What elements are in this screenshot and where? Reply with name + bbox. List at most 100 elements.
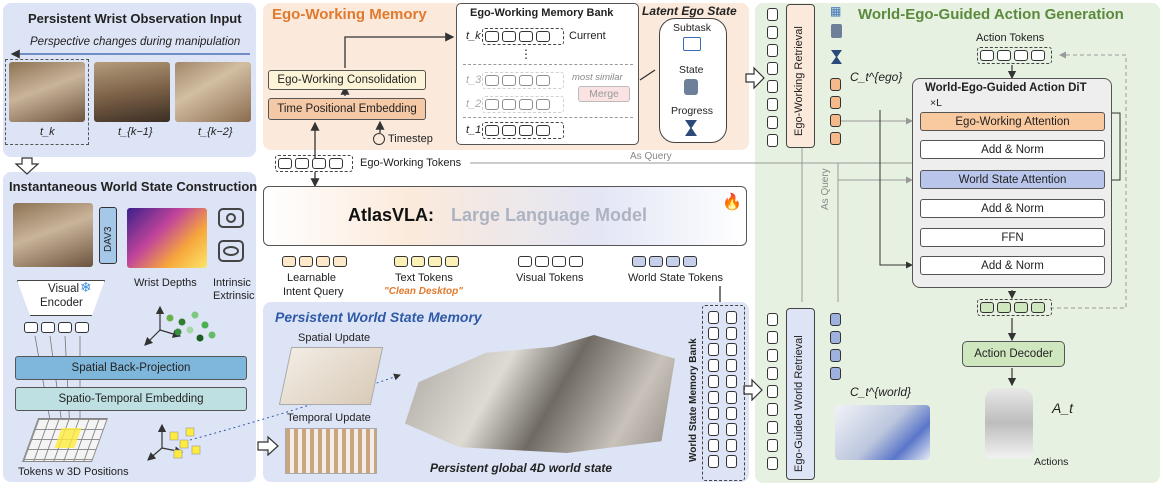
robot-state-icon	[684, 79, 698, 95]
dav3-label: DAV3	[103, 226, 114, 252]
world-memory-title: Persistent World State Memory	[275, 309, 482, 325]
actions-label: Actions	[1034, 456, 1069, 468]
instant-panel-title: Instantaneous World State Construction	[9, 179, 258, 194]
intent-query-label-2: Intent Query	[283, 286, 344, 298]
llm-block	[263, 186, 747, 246]
add-norm-layer-1: Add & Norm	[920, 140, 1105, 159]
intrinsic-label: Intrinsic	[213, 277, 251, 289]
world-memory-stack	[767, 313, 778, 470]
action-tokens-label: Action Tokens	[976, 32, 1045, 44]
frame-label-tk2: t_{k−2}	[198, 126, 233, 138]
ego-row-tk: t_k	[466, 30, 481, 42]
text-tokens-label: Text Tokens	[395, 272, 453, 284]
text-tokens-prompt: "Clean Desktop"	[384, 286, 463, 297]
llm-description: Large Language Model	[451, 205, 648, 225]
robot-small-icon	[831, 24, 842, 38]
world-state-tokens-label: World State Tokens	[628, 272, 723, 284]
timestep-label: Timestep	[388, 133, 433, 145]
ego-context-tokens	[830, 78, 841, 145]
world-context-tokens	[830, 313, 841, 380]
world-bank-frame	[702, 305, 745, 481]
temporal-update-image	[285, 428, 377, 474]
ego-bank-row-t3	[482, 72, 564, 89]
ego-bank-divider-2	[463, 117, 633, 118]
latent-ego-title: Latent Ego State	[642, 4, 737, 18]
wrist-panel-subtitle: Perspective changes during manipulation	[30, 36, 241, 48]
action-gen-title: World-Ego-Guided Action Generation	[858, 6, 1124, 23]
action-tokens	[977, 47, 1052, 64]
ffn-layer: FFN	[920, 228, 1105, 247]
world-attention-label: World State Attention	[958, 173, 1067, 186]
intent-query-tokens	[280, 254, 352, 270]
subtask-icon	[683, 37, 701, 51]
dav3-block	[99, 207, 117, 264]
ego-row-t3: t_3	[466, 74, 482, 86]
ego-bank-divider	[463, 64, 633, 65]
output-action-tokens	[977, 299, 1052, 316]
add-norm-label-1: Add & Norm	[981, 143, 1044, 156]
ego-bank-title: Ego-Working Memory Bank	[470, 7, 614, 19]
time-pos-label: Time Positional Embedding	[277, 103, 417, 115]
ego-row-ellipsis: ⋮	[520, 47, 532, 61]
world-state-tokens	[630, 254, 702, 270]
add-norm-label-3: Add & Norm	[981, 259, 1044, 272]
as-query-h-label: As Query	[630, 151, 672, 162]
dit-times-l: ×L	[930, 97, 942, 109]
current-frame-highlight	[5, 59, 89, 145]
intent-query-label-1: Learnable	[287, 272, 336, 284]
merge-block: Merge	[578, 86, 630, 102]
frame-label-tk1: t_{k−1}	[118, 126, 153, 138]
ego-bank-row-t1	[482, 122, 564, 139]
spatial-update-image	[278, 347, 384, 405]
visual-encoder-block	[17, 280, 105, 316]
ego-memory-bank	[456, 3, 639, 145]
snowflake-icon: ❄	[80, 279, 92, 295]
spatial-back-projection-block: Spatial Back-Projection	[15, 356, 247, 380]
world-retrieval-block	[786, 308, 815, 480]
wrist-panel-title: Persistent Wrist Observation Input	[28, 11, 242, 26]
ego-attention-label: Ego-Working Attention	[955, 115, 1070, 128]
add-norm-layer-2: Add & Norm	[920, 199, 1105, 218]
latent-subtask-label: Subtask	[673, 22, 711, 34]
world-bank-col-2	[726, 311, 737, 468]
wrist-frame-tk2	[175, 62, 251, 122]
add-norm-label-2: Add & Norm	[981, 202, 1044, 215]
back-projection-label: Spatial Back-Projection	[71, 362, 191, 374]
ego-retrieval-label: Ego-Working Retrieval	[793, 26, 805, 136]
ego-retrieval-block	[786, 4, 815, 148]
ego-working-tokens	[275, 155, 353, 172]
spatial-update-label: Spatial Update	[298, 332, 371, 344]
wrist-frame-tk1	[94, 62, 170, 122]
ego-working-attention-layer: Ego-Working Attention	[920, 112, 1105, 131]
input-wrist-image	[13, 203, 93, 267]
eye-icon	[218, 240, 244, 262]
latent-progress-label: Progress	[671, 105, 714, 117]
retrieved-world-image	[835, 405, 930, 460]
ffn-label: FFN	[1001, 231, 1024, 244]
c-ego-label: C_t^{ego}	[850, 70, 903, 84]
temporal-update-label: Temporal Update	[287, 412, 371, 424]
a-t-label: A_t	[1052, 400, 1074, 416]
c-world-label: C_t^{world}	[850, 385, 911, 399]
world-memory-caption: Persistent global 4D world state	[430, 461, 613, 475]
world-bank-col-1	[708, 311, 719, 468]
ego-memory-stack	[767, 8, 778, 147]
ego-bank-current-label: Current	[569, 30, 606, 42]
wrist-depths-label: Wrist Depths	[134, 277, 197, 289]
ego-memory-title: Ego-Working Memory	[272, 6, 427, 23]
as-query-v-label: As Query	[820, 168, 831, 210]
visual-encoder-label-1: Visual	[48, 283, 80, 295]
ego-row-t2: t_2	[466, 98, 482, 110]
ego-bank-current-row	[482, 28, 564, 45]
camera-icon	[218, 208, 244, 228]
world-retrieval-label: Ego-Guided World Retrieval	[793, 335, 805, 472]
fire-icon: 🔥	[722, 194, 742, 211]
visual-tokens-label: Visual Tokens	[516, 272, 584, 284]
ego-bank-row-t2	[482, 96, 564, 113]
merge-label: Merge	[589, 88, 619, 100]
visual-tokens	[516, 254, 588, 270]
subtask-small-icon: ▦	[830, 4, 842, 18]
latent-state-label: State	[679, 64, 704, 76]
action-decoder-block: Action Decoder	[962, 341, 1065, 367]
time-positional-embedding-block: Time Positional Embedding	[268, 98, 426, 120]
